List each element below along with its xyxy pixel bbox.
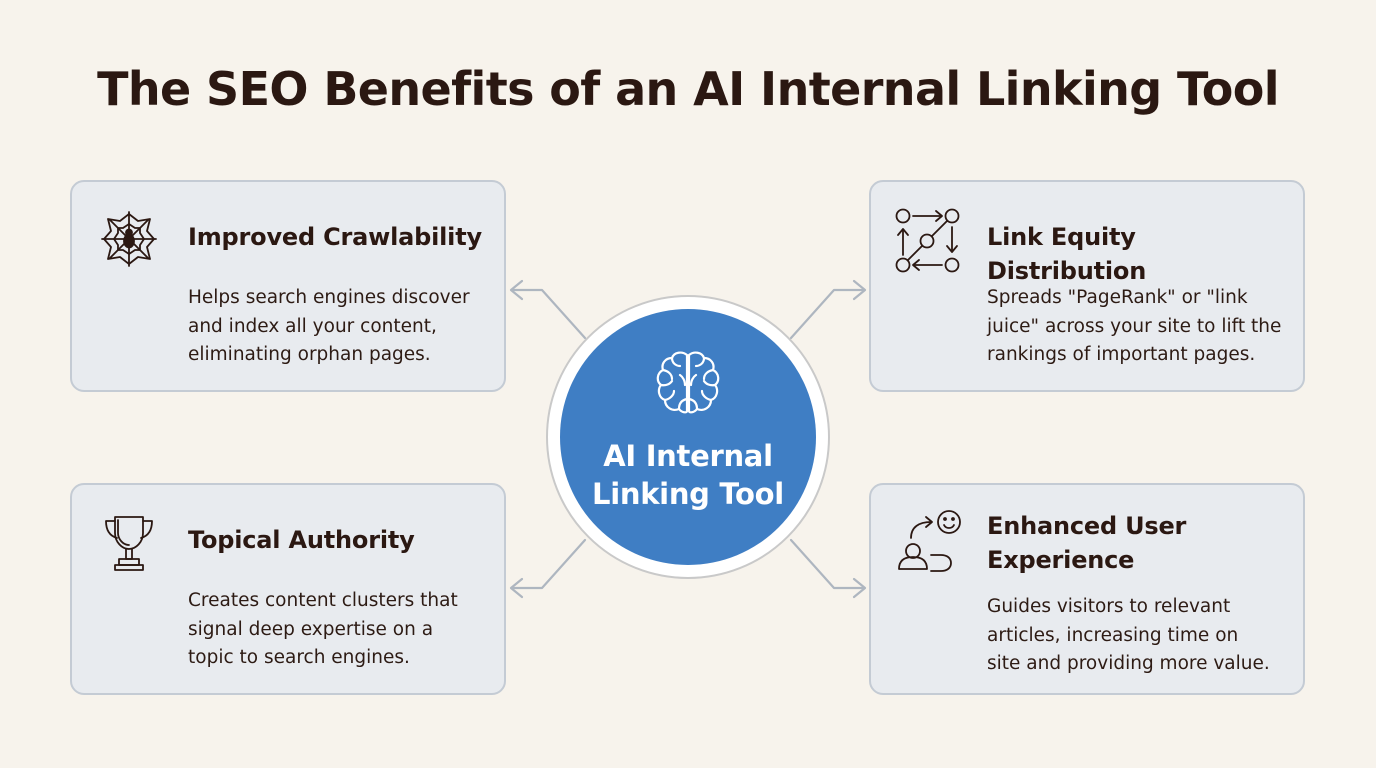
- hub-label: AI Internal Linking Tool: [560, 437, 816, 513]
- card-heading: Topical Authority: [188, 526, 415, 554]
- card-topical-authority: Topical Authority Creates content cluste…: [70, 483, 506, 695]
- hub-label-line: Linking Tool: [592, 477, 784, 511]
- card-body: Guides visitors to relevant articles, in…: [987, 593, 1297, 679]
- card-heading: Link Equity Distribution: [987, 223, 1147, 285]
- card-body: Creates content clusters that signal dee…: [188, 587, 498, 673]
- trophy-icon: [105, 516, 153, 571]
- card-body-line: rankings of important pages.: [987, 344, 1256, 365]
- card-body-line: Guides visitors to relevant: [987, 596, 1231, 617]
- card-body-line: signal deep expertise on a: [188, 618, 434, 640]
- user-smile-icon: [898, 510, 961, 572]
- connector-arrow-authority: [509, 538, 587, 599]
- connector-arrow-ux: [789, 538, 867, 599]
- link-flow-icon: [895, 208, 960, 273]
- card-body-line: eliminating orphan pages.: [188, 344, 431, 365]
- page-title: The SEO Benefits of an AI Internal Linki…: [97, 62, 1279, 116]
- card-body-line: articles, increasing time on: [987, 624, 1239, 646]
- hub-circle: AI Internal Linking Tool: [560, 309, 816, 565]
- card-body-line: site and providing more value.: [987, 653, 1270, 674]
- connector-arrow-crawlability: [509, 279, 587, 340]
- card-body-line: topic to search engines.: [188, 647, 410, 668]
- card-heading: Enhanced User Experience: [987, 509, 1287, 577]
- card-heading: Improved Crawlability: [188, 223, 482, 251]
- card-body-line: Helps search engines discover: [188, 287, 470, 308]
- central-hub: AI Internal Linking Tool: [546, 295, 830, 579]
- card-enhanced-user-experience: Enhanced User Experience Guides visitors…: [869, 483, 1305, 695]
- card-heading-line: Experience: [987, 546, 1135, 574]
- card-body-line: Spreads "PageRank" or "link: [987, 287, 1248, 308]
- card-body: Helps search engines discover and index …: [188, 284, 498, 370]
- card-improved-crawlability: Improved Crawlability Helps search engin…: [70, 180, 506, 392]
- card-body-line: and index all your content,: [188, 315, 437, 337]
- brain-icon: [656, 351, 720, 414]
- card-link-equity-distribution: Link Equity Distribution Spreads "PageRa…: [869, 180, 1305, 392]
- connector-arrow-equity: [789, 279, 867, 340]
- card-body: Spreads "PageRank" or "link juice" acros…: [987, 284, 1297, 370]
- hub-label-line: AI Internal: [603, 439, 773, 473]
- spider-web-icon: [101, 211, 157, 267]
- card-body-line: juice" across your site to lift the: [987, 315, 1282, 337]
- card-heading-line: Enhanced User: [987, 512, 1187, 540]
- card-body-line: Creates content clusters that: [188, 590, 458, 611]
